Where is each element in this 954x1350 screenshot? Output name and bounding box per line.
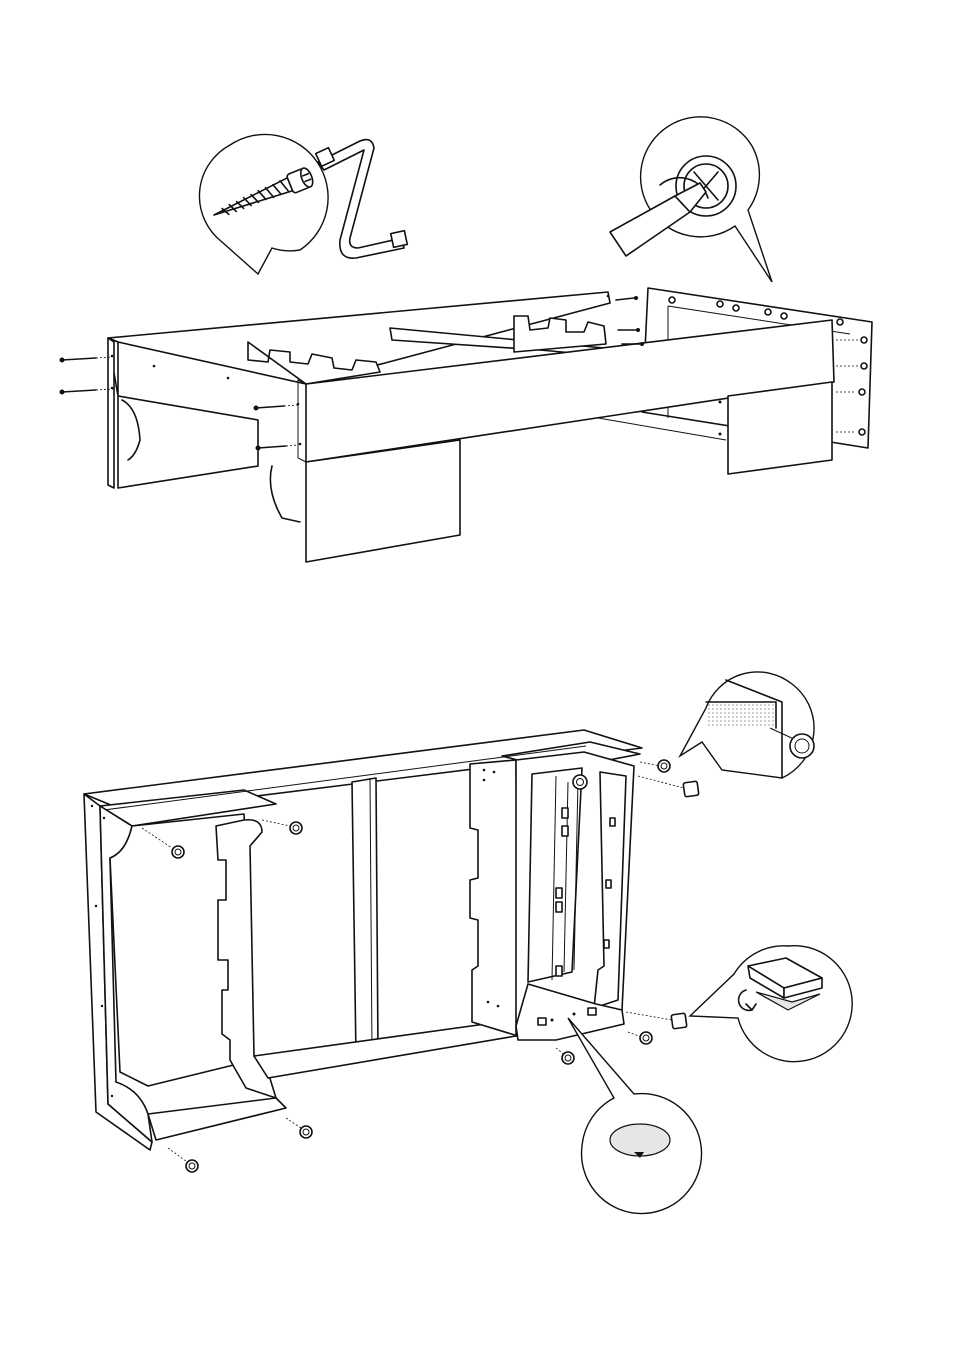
felt-pad-peel-icon (690, 946, 852, 1062)
step-1 (60, 117, 873, 562)
glide-tap-detail-icon (680, 672, 814, 778)
step-2 (84, 672, 852, 1214)
felt-pad-icon (626, 776, 699, 1029)
hex-key-screw-icon (199, 134, 407, 274)
round-felt-pad-icon (568, 1018, 702, 1214)
bed-frame-assembly-icon (60, 288, 873, 562)
screwdriver-cam-lock-icon (610, 117, 772, 282)
